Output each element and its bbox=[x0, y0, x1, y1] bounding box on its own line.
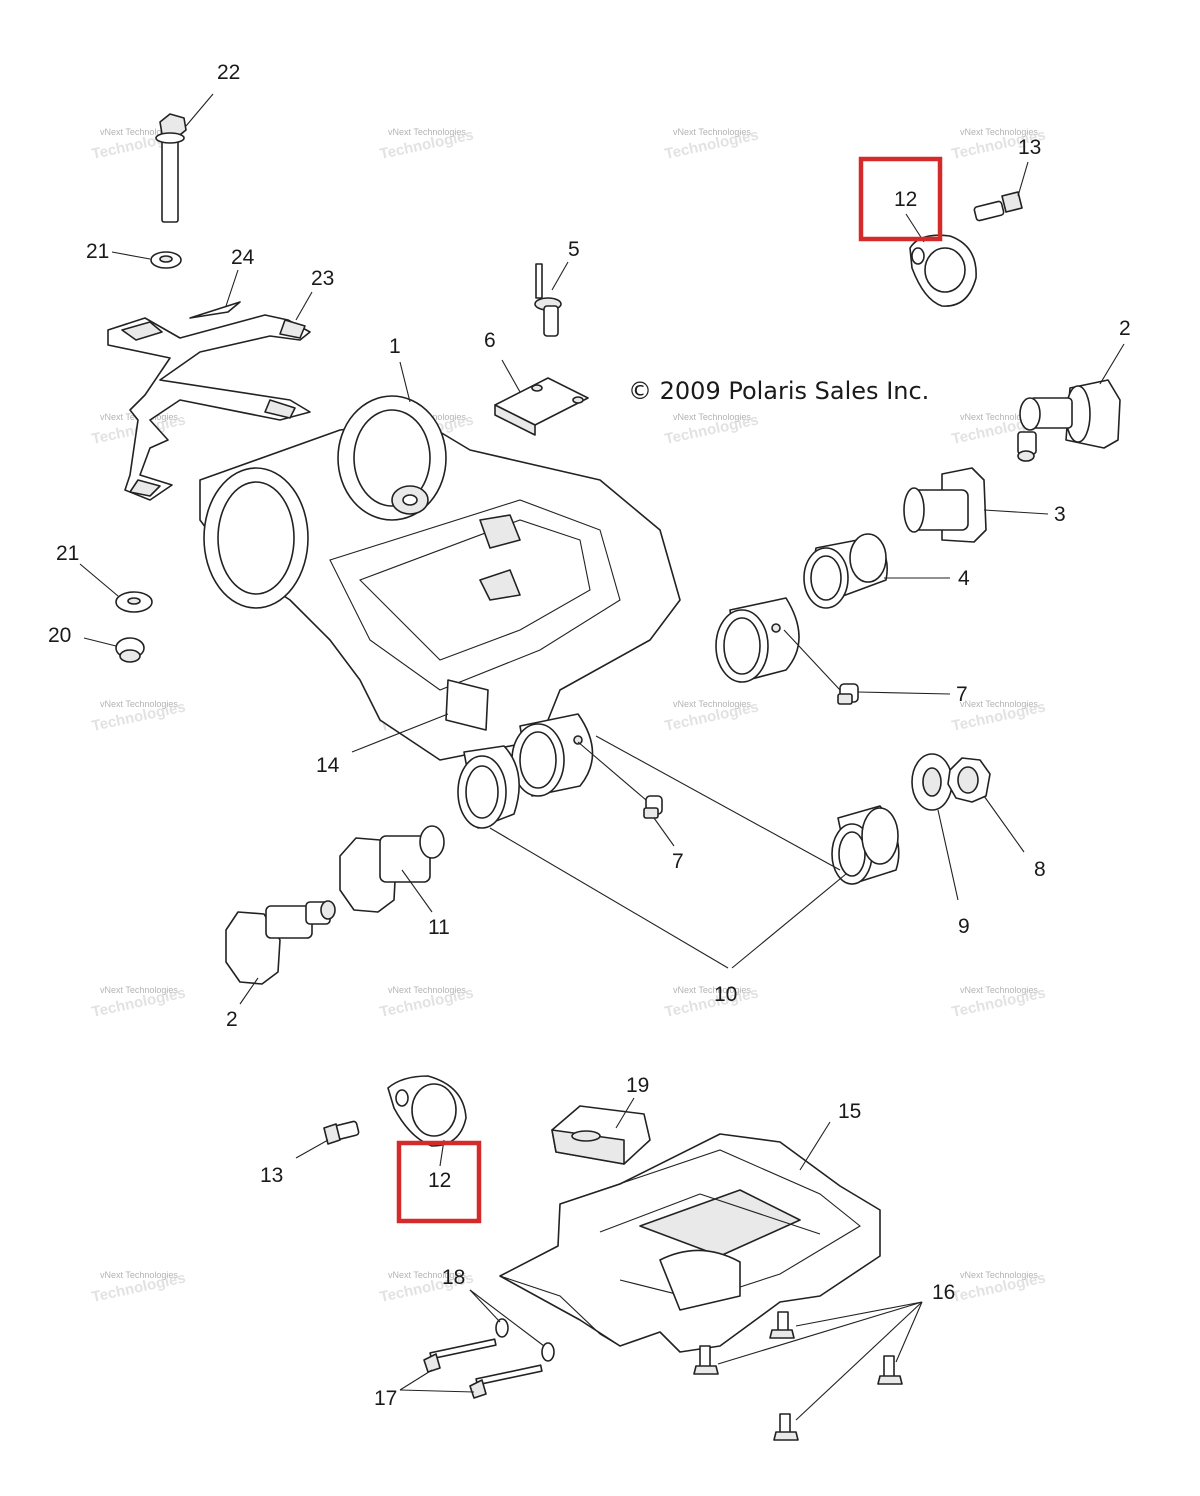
part-16-bolts bbox=[693, 1301, 923, 1441]
svg-text:vNext Technologies: vNext Technologies bbox=[960, 985, 1038, 995]
swing-arm-right-tube bbox=[715, 597, 800, 683]
swing-arm-lower-tube bbox=[511, 713, 594, 797]
part-10-bushing-right bbox=[831, 805, 900, 885]
callout-2-top: 2 bbox=[1119, 317, 1131, 340]
callout-19: 19 bbox=[626, 1074, 649, 1097]
part-5-rivet bbox=[534, 261, 569, 337]
svg-text:vNext Technologies: vNext Technologies bbox=[673, 127, 751, 137]
callout-7-lower: 7 bbox=[672, 850, 684, 873]
svg-text:vNext Technologies: vNext Technologies bbox=[960, 1270, 1038, 1280]
callout-23: 23 bbox=[311, 267, 334, 290]
part-19-block bbox=[551, 1097, 651, 1165]
svg-text:vNext Technologies: vNext Technologies bbox=[100, 127, 178, 137]
copyright-notice: © 2009 Polaris Sales Inc. bbox=[628, 377, 929, 405]
callout-11: 11 bbox=[428, 916, 450, 939]
callout-24: 24 bbox=[231, 246, 255, 269]
part-13-bolt-bottom bbox=[295, 1120, 360, 1159]
part-12-locking-plate-bottom bbox=[387, 1075, 467, 1167]
svg-text:vNext Technologies: vNext Technologies bbox=[100, 699, 178, 709]
part-17-bolts bbox=[399, 1338, 543, 1399]
svg-text:vNext Technologies: vNext Technologies bbox=[673, 985, 751, 995]
callout-16: 16 bbox=[932, 1281, 955, 1304]
callout-8: 8 bbox=[1034, 858, 1046, 881]
svg-text:vNext Technologies: vNext Technologies bbox=[673, 412, 751, 422]
part-21-washer-top bbox=[111, 251, 182, 269]
part-10-bushing-left bbox=[457, 745, 520, 829]
svg-text:vNext Technologies: vNext Technologies bbox=[960, 127, 1038, 137]
callout-13-top: 13 bbox=[1018, 136, 1041, 159]
part-12-locking-plate-top bbox=[905, 213, 977, 307]
callout-12-bottom: 12 bbox=[428, 1169, 451, 1192]
part-21-washer-left bbox=[79, 563, 153, 613]
callout-2-lower: 2 bbox=[226, 1008, 238, 1031]
svg-text:vNext Technologies: vNext Technologies bbox=[388, 1270, 466, 1280]
part-1-swing-arm bbox=[199, 361, 681, 761]
svg-text:vNext Technologies: vNext Technologies bbox=[388, 985, 466, 995]
part-7-grease-fitting-right bbox=[783, 629, 951, 705]
part-13-bolt-top bbox=[973, 161, 1029, 222]
callout-15: 15 bbox=[838, 1100, 861, 1123]
callout-6: 6 bbox=[484, 329, 496, 352]
callout-14: 14 bbox=[316, 754, 340, 777]
callout-21: 21 bbox=[86, 240, 109, 263]
callout-20: 20 bbox=[48, 624, 71, 647]
svg-text:vNext Technologies: vNext Technologies bbox=[100, 1270, 178, 1280]
svg-text:vNext Technologies: vNext Technologies bbox=[960, 699, 1038, 709]
callouts: 22 21 24 23 5 1 6 12 13 2 3 4 21 20 7 14… bbox=[48, 61, 1131, 1410]
part-6-plate bbox=[494, 359, 589, 436]
callout-7-right: 7 bbox=[956, 683, 968, 706]
part-20-nut bbox=[83, 637, 145, 663]
part-23-bracket bbox=[107, 291, 313, 501]
part-11-shaft bbox=[339, 825, 445, 913]
part-24-decal bbox=[189, 269, 241, 319]
part-8-nut bbox=[947, 757, 1025, 853]
svg-text:vNext Technologies: vNext Technologies bbox=[960, 412, 1038, 422]
part-3-shaft bbox=[903, 467, 1049, 543]
callout-4: 4 bbox=[958, 567, 970, 590]
callout-21-left: 21 bbox=[56, 542, 79, 565]
part-2-pivot-shaft-top bbox=[1017, 343, 1125, 462]
svg-text:vNext Technologies: vNext Technologies bbox=[100, 985, 178, 995]
callout-12-top: 12 bbox=[894, 188, 917, 211]
callout-5: 5 bbox=[568, 238, 580, 261]
svg-text:vNext Technologies: vNext Technologies bbox=[673, 699, 751, 709]
callout-9: 9 bbox=[958, 915, 970, 938]
part-14-label bbox=[351, 679, 489, 753]
part-18-washers bbox=[469, 1289, 555, 1362]
callout-3: 3 bbox=[1054, 503, 1066, 526]
part-7-grease-fitting-lower bbox=[577, 741, 675, 847]
svg-text:vNext Technologies: vNext Technologies bbox=[388, 127, 466, 137]
part-22-bolt bbox=[155, 93, 214, 223]
part-10-leaders bbox=[489, 735, 847, 969]
callout-22: 22 bbox=[217, 61, 240, 84]
callout-18: 18 bbox=[442, 1266, 465, 1289]
callout-13-bottom: 13 bbox=[260, 1164, 283, 1187]
part-15-housing bbox=[499, 1121, 881, 1353]
highlight-box-12-bottom bbox=[396, 1140, 482, 1224]
callout-17: 17 bbox=[374, 1387, 397, 1410]
part-2-pivot-shaft-lower bbox=[225, 900, 336, 1005]
callout-1: 1 bbox=[389, 335, 401, 358]
part-4-bushing bbox=[803, 533, 950, 609]
callout-10: 10 bbox=[714, 983, 737, 1006]
highlight-box-12-top bbox=[858, 156, 943, 242]
